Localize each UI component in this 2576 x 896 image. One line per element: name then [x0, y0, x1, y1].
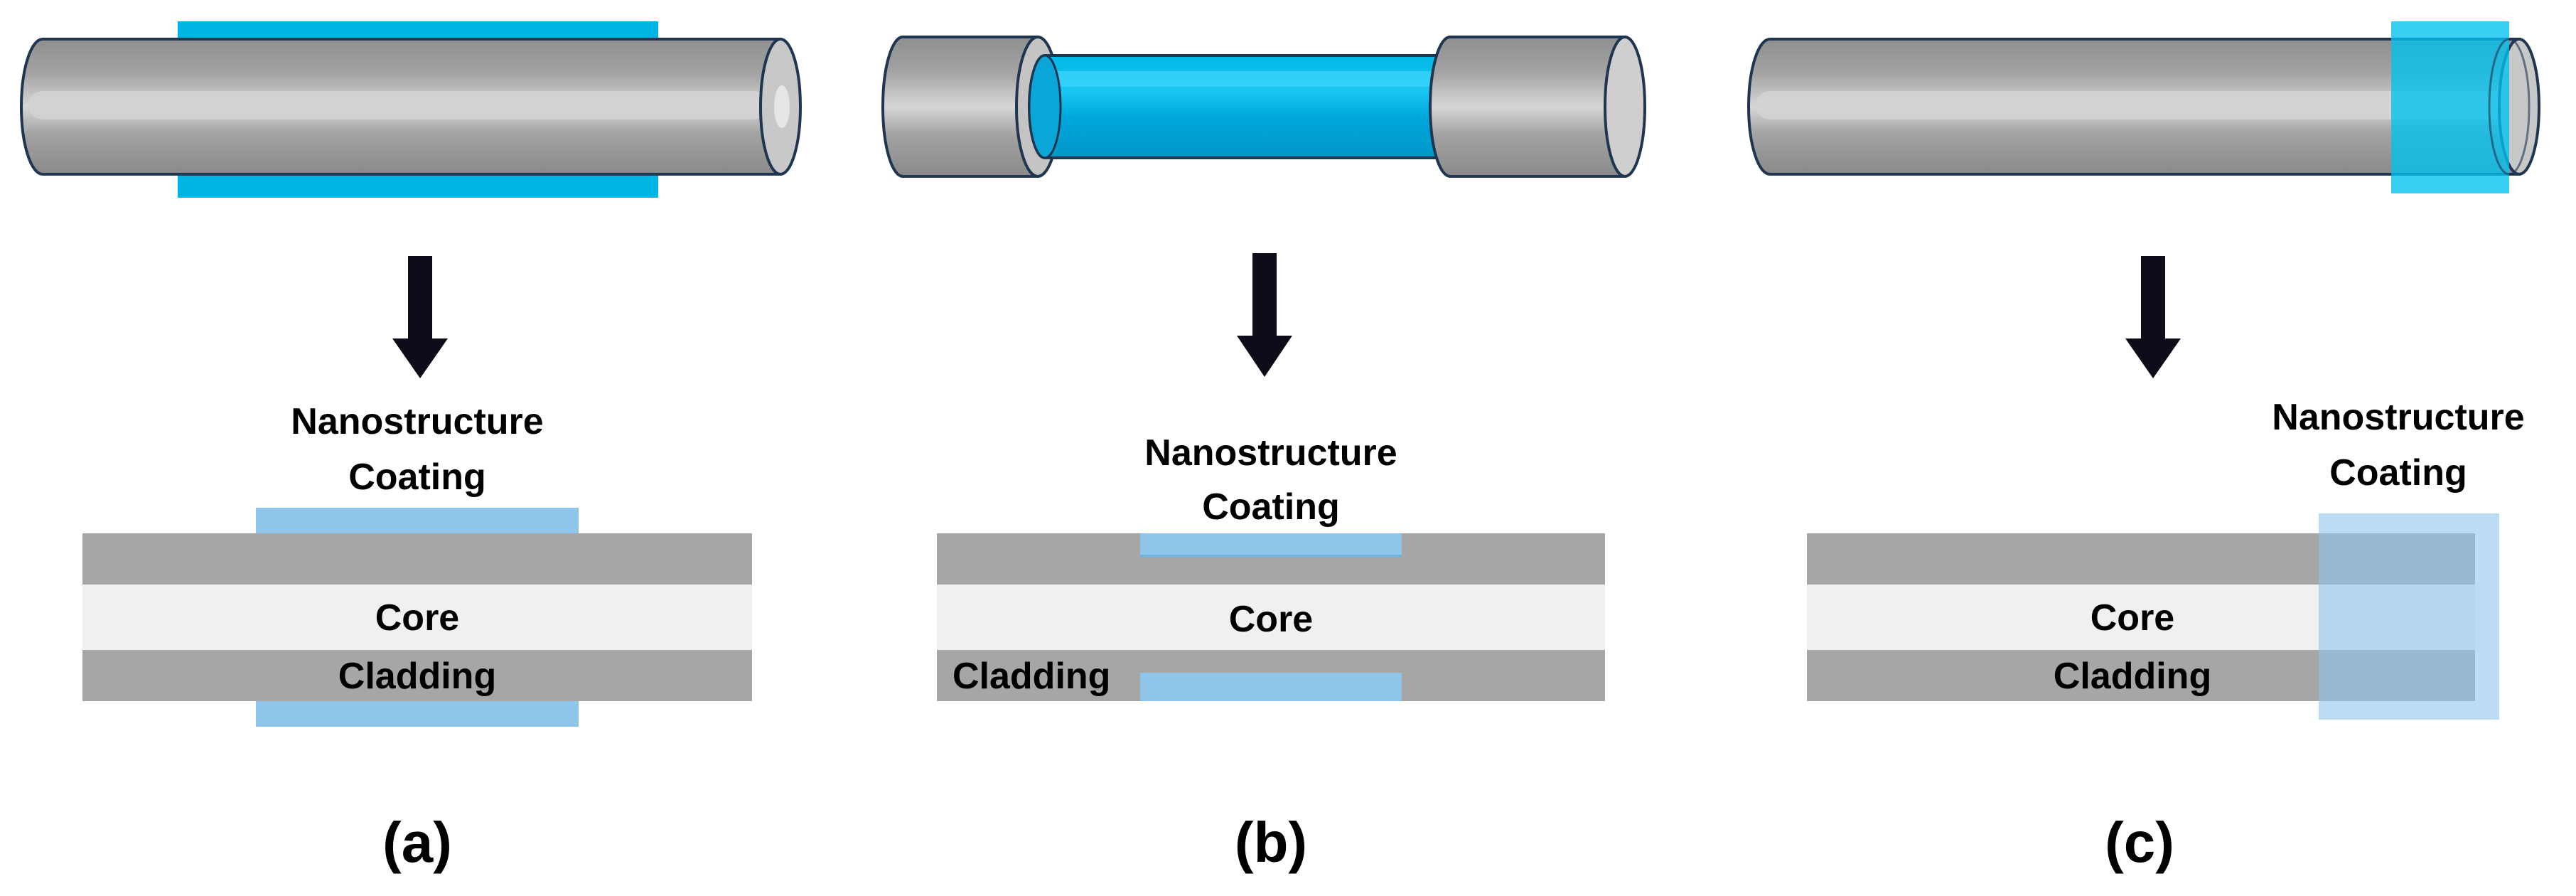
panel-b-cross-section	[937, 533, 1605, 701]
panel-a-cross-section	[82, 508, 752, 727]
panel-a-cladding-top	[82, 533, 752, 585]
panel-a-core	[82, 585, 752, 650]
panel-b-right-segment	[1429, 36, 1626, 178]
panel-a-coating-label-line2: Coating	[348, 457, 486, 498]
panel-b-coated-core-highlight	[1048, 71, 1447, 87]
panel-b-fiber-3d	[881, 36, 1646, 178]
panel-c-end-coating-cap	[2319, 513, 2499, 720]
panel-a-coating-top	[256, 508, 579, 536]
panel-b-right-end-face	[1604, 36, 1646, 178]
panel-b-arrow	[1237, 253, 1292, 377]
panel-c-arrow	[2125, 256, 2181, 378]
panel-b-coating-label-line1: Nanostructure	[1144, 432, 1397, 474]
panel-c-coating-label-line1: Nanostructure	[2272, 397, 2524, 438]
panel-b-coating-top-edge	[1140, 555, 1402, 558]
panel-c-end-coating-face	[2488, 38, 2531, 176]
panel-a: Nanostructure Coating Core Cladding (a)	[20, 21, 802, 874]
panel-b-coating-bottom	[1140, 673, 1402, 701]
panel-a-cladding-label: Cladding	[338, 656, 496, 697]
panel-c-fiber-highlight	[1756, 91, 2516, 119]
panel-c-end-coating	[2391, 21, 2509, 193]
panel-a-coating-label-line1: Nanostructure	[291, 401, 543, 442]
panel-b-core-label: Core	[1229, 599, 1313, 640]
panel-b-coating-label-line2: Coating	[1202, 486, 1340, 528]
panel-b-coated-core	[1028, 54, 1451, 159]
panel-c-cladding-label: Cladding	[2054, 656, 2211, 697]
panel-c-cross-section	[1807, 513, 2499, 720]
panel-c-fiber-3d	[1747, 21, 2540, 193]
panel-b: Nanostructure Coating Core Cladding (b)	[881, 36, 1646, 874]
panel-a-coating-bottom	[256, 698, 579, 727]
panel-b-cladding-label: Cladding	[952, 656, 1110, 697]
panel-a-cladding-bottom	[82, 650, 752, 701]
panel-c-caption: (c)	[2105, 811, 2174, 874]
panel-a-core-label: Core	[375, 597, 459, 639]
panel-c: Nanostructure Coating Core Cladding (c)	[1747, 21, 2540, 874]
panel-a-arrow	[392, 256, 448, 378]
panel-a-caption: (a)	[382, 811, 452, 874]
panel-a-fiber-3d	[20, 21, 802, 198]
panel-b-core	[937, 585, 1605, 650]
panel-a-fiber-highlight	[28, 91, 768, 119]
panel-b-core-end	[1028, 54, 1062, 159]
panel-c-coating-label-line2: Coating	[2329, 452, 2467, 494]
panel-a-fiber-end-core	[774, 85, 790, 128]
panel-b-left-segment	[881, 36, 1039, 178]
panel-c-core-label: Core	[2091, 597, 2174, 639]
panel-b-coating-top	[1140, 533, 1402, 555]
panel-b-caption: (b)	[1235, 811, 1307, 874]
